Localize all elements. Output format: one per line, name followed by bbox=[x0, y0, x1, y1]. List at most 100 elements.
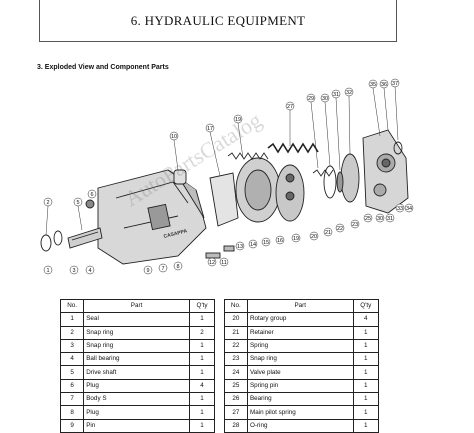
cell-qty: 1 bbox=[352, 325, 380, 340]
cell-qty: 1 bbox=[352, 378, 380, 394]
table-row: 2 Snap ring 2 21 Retainer 1 bbox=[59, 325, 380, 340]
cell-no: 23 bbox=[223, 352, 248, 367]
col-qty: Q'ty bbox=[352, 298, 380, 314]
cell-no: 8 bbox=[59, 405, 85, 420]
cell-qty: 1 bbox=[352, 352, 380, 367]
col-no: No. bbox=[223, 298, 248, 314]
cell-no: 6 bbox=[59, 378, 85, 394]
callout-label: 10 bbox=[171, 134, 177, 140]
cell-gap bbox=[214, 392, 225, 406]
spring bbox=[227, 152, 269, 160]
cell-no: 20 bbox=[223, 312, 248, 327]
cell-no: 1 bbox=[59, 312, 85, 327]
cell-qty: 2 bbox=[188, 325, 216, 340]
cell-part: Ball bearing bbox=[83, 352, 190, 367]
col-part: Part bbox=[83, 298, 190, 314]
callout-label: 37 bbox=[392, 81, 398, 87]
table-row: 7 Body S 1 26 Bearing 1 bbox=[59, 392, 380, 407]
cell-no: 26 bbox=[223, 392, 248, 407]
callout-label: 3 bbox=[72, 268, 75, 274]
cell-no: 2 bbox=[59, 325, 85, 340]
callout-label: 8 bbox=[176, 264, 179, 270]
callout-label: 22 bbox=[337, 226, 343, 232]
table-row: 1 Seal 1 20 Rotary group 4 bbox=[59, 312, 380, 327]
callout-label: 33 bbox=[397, 206, 403, 212]
callout-label: 2 bbox=[46, 200, 49, 206]
cell-qty: 1 bbox=[352, 405, 380, 420]
callout-label: 35 bbox=[370, 82, 376, 88]
callout-label: 12 bbox=[209, 260, 215, 266]
cell-gap bbox=[214, 379, 225, 393]
cell-qty: 1 bbox=[352, 365, 380, 380]
cell-gap bbox=[214, 326, 225, 340]
col-part: Part bbox=[246, 298, 354, 314]
callout-label: 11 bbox=[221, 260, 227, 266]
cell-part: Spring bbox=[246, 338, 354, 354]
callout-label: 14 bbox=[250, 242, 256, 248]
cell-qty: 1 bbox=[352, 418, 380, 433]
cell-gap bbox=[214, 365, 225, 380]
callout-label: 19 bbox=[235, 117, 241, 123]
cell-qty: 1 bbox=[188, 418, 216, 433]
cell-no: 7 bbox=[59, 392, 85, 407]
table-row: 6 Plug 4 25 Spring pin 1 bbox=[59, 378, 380, 394]
page-header: 6. HYDRAULIC EQUIPMENT bbox=[39, 0, 397, 42]
table-row: 3 Snap ring 1 22 Spring 1 bbox=[59, 338, 380, 354]
callout-label: 36 bbox=[381, 82, 387, 88]
callout-label: 25 bbox=[365, 216, 371, 222]
parts-table: No. Part Q'ty No. Part Q'ty 1 Seal 1 20 … bbox=[59, 298, 380, 433]
section-heading: 3. Exploded View and Component Parts bbox=[37, 64, 169, 71]
callout-layer: 2 5 6 1 3 4 10 17 19 27 29 30 31 32 35 3… bbox=[43, 78, 414, 275]
callout-label: 30 bbox=[322, 96, 328, 102]
callout-label: 30 bbox=[377, 216, 383, 222]
col-qty: Q'ty bbox=[188, 298, 216, 314]
callout-label: 27 bbox=[287, 104, 293, 110]
valve-plate bbox=[340, 153, 360, 203]
cell-part: O-ring bbox=[246, 418, 354, 433]
col-no: No. bbox=[59, 298, 85, 314]
page-title: 6. HYDRAULIC EQUIPMENT bbox=[130, 12, 306, 28]
callout-label: 1 bbox=[46, 268, 49, 274]
cell-gap bbox=[214, 339, 225, 353]
callout-label: 23 bbox=[352, 222, 358, 228]
cell-no: 4 bbox=[59, 352, 85, 367]
cell-no: 21 bbox=[223, 325, 248, 340]
cell-part: Snap ring bbox=[246, 352, 354, 367]
cell-qty: 1 bbox=[188, 312, 216, 327]
cell-no: 24 bbox=[223, 365, 248, 380]
cell-part: Rotary group bbox=[246, 312, 354, 327]
cell-qty: 1 bbox=[188, 392, 216, 407]
table-row: 4 Ball bearing 1 23 Snap ring 1 bbox=[59, 352, 380, 367]
callout-label: 6 bbox=[90, 192, 93, 198]
cell-qty: 1 bbox=[352, 338, 380, 354]
callout-label: 17 bbox=[207, 126, 213, 132]
cell-gap bbox=[214, 312, 225, 327]
callout-label: 21 bbox=[325, 230, 331, 236]
callout-label: 31 bbox=[333, 92, 339, 98]
col-gap bbox=[214, 299, 225, 313]
callout-label: 13 bbox=[237, 244, 243, 250]
cell-part: Snap ring bbox=[83, 338, 190, 354]
cell-qty: 1 bbox=[188, 352, 216, 367]
cell-part: Seal bbox=[83, 312, 190, 327]
cell-no: 5 bbox=[59, 365, 85, 380]
cell-no: 25 bbox=[223, 378, 248, 394]
cell-gap bbox=[214, 352, 225, 366]
callout-label: 29 bbox=[308, 96, 314, 102]
cell-part: Main pilot spring bbox=[246, 405, 354, 420]
callout-label: 4 bbox=[88, 268, 91, 274]
cell-part: Retainer bbox=[246, 325, 354, 340]
callout-label: 16 bbox=[277, 238, 283, 244]
cell-part: Valve plate bbox=[246, 365, 354, 380]
callout-label: 20 bbox=[311, 234, 317, 240]
cell-no: 3 bbox=[59, 338, 85, 354]
cell-part: Pin bbox=[83, 418, 190, 433]
cell-qty: 1 bbox=[188, 405, 216, 420]
cell-no: 22 bbox=[223, 338, 248, 354]
callout-label: 7 bbox=[161, 266, 164, 272]
callout-label: 19 bbox=[293, 236, 299, 242]
cell-no: 27 bbox=[223, 405, 248, 420]
cell-gap bbox=[214, 419, 225, 433]
cell-part: Plug bbox=[83, 405, 190, 420]
cell-part: Spring pin bbox=[246, 378, 354, 394]
